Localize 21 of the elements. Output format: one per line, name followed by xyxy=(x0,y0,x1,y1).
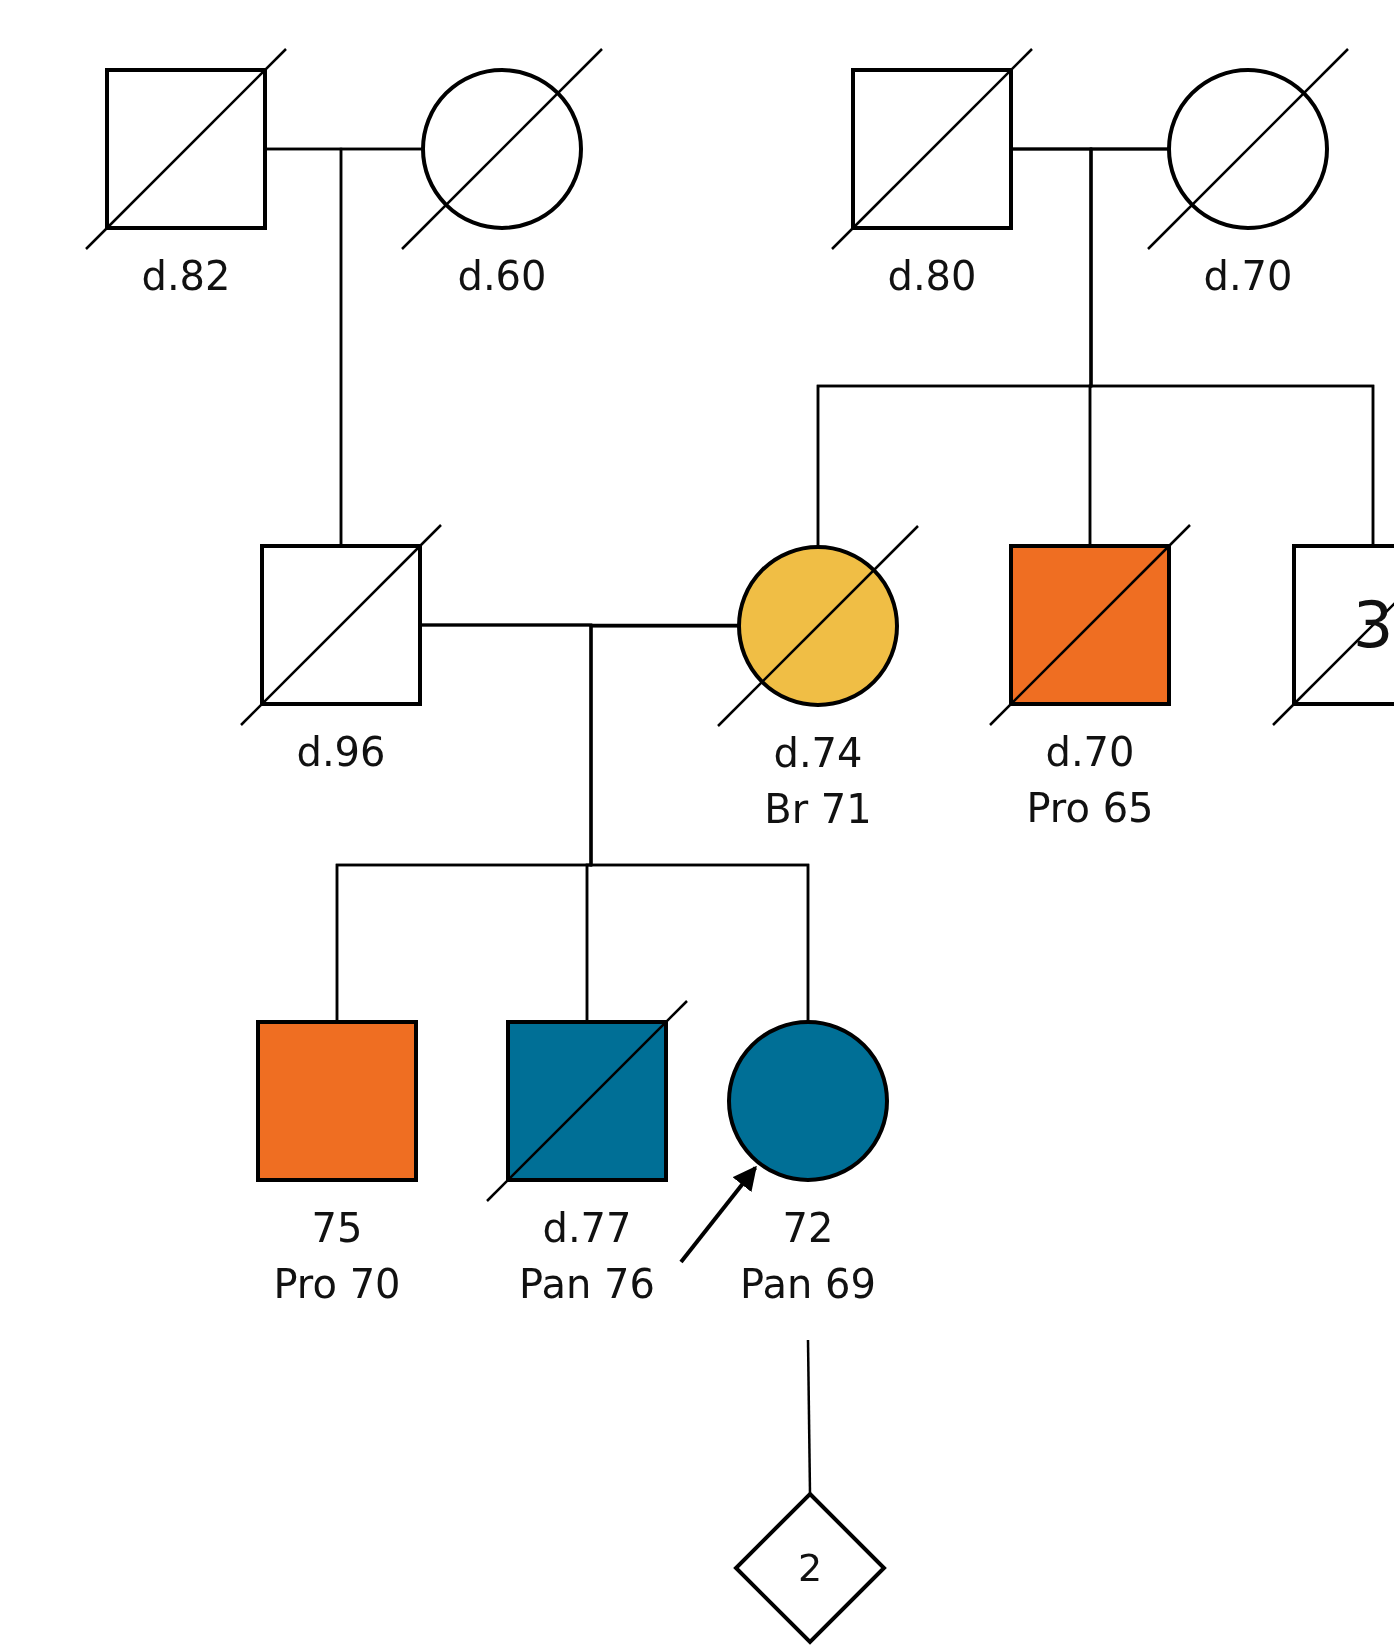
pedigree-line xyxy=(1089,147,1375,546)
age-label: d.80 xyxy=(887,252,977,301)
pedigree-line xyxy=(806,1340,812,1494)
age-label: d.60 xyxy=(457,252,547,301)
diagnosis-label: Pan 76 xyxy=(519,1260,655,1309)
age-label: 72 xyxy=(782,1204,834,1253)
age-label: d.77 xyxy=(542,1204,632,1253)
proband-arrow xyxy=(679,1165,757,1264)
age-label: d.70 xyxy=(1045,728,1135,777)
diagnosis-label: Pro 70 xyxy=(273,1260,401,1309)
age-label: d.96 xyxy=(296,728,386,777)
age-label: d.82 xyxy=(141,252,231,301)
diagnosis-label: Pan 69 xyxy=(740,1260,876,1309)
pedigree-line xyxy=(339,147,423,546)
diagnosis-label: Br 71 xyxy=(764,785,872,834)
age-label: 75 xyxy=(311,1204,363,1253)
diagnosis-label: Pro 65 xyxy=(1026,784,1154,833)
pedigree-line xyxy=(589,624,810,1022)
count-label: 2 xyxy=(796,1549,824,1587)
age-label: d.70 xyxy=(1203,252,1293,301)
age-label: d.74 xyxy=(773,729,863,778)
